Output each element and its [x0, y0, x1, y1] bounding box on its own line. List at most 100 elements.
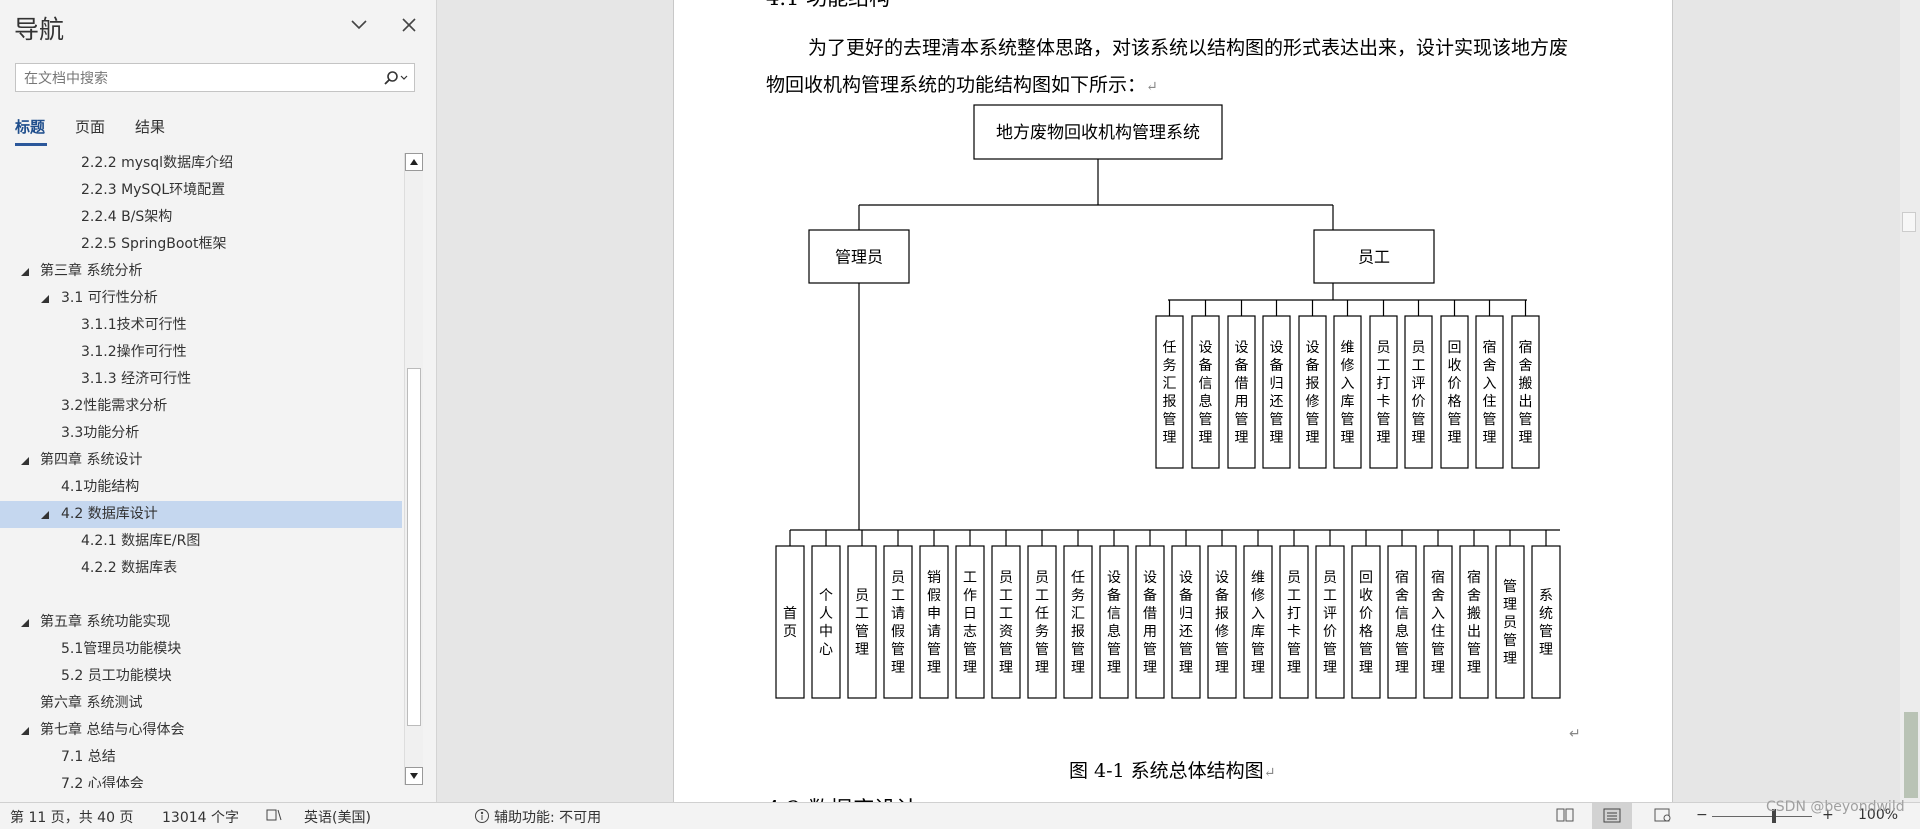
- chevron-down-icon[interactable]: [348, 14, 370, 36]
- document-page[interactable]: 4.1 功能结构 为了更好的去理清本系统整体思路，对该系统以结构图的形式表达出来…: [673, 0, 1673, 823]
- word-count[interactable]: 13014 个字: [162, 810, 239, 826]
- tree-item[interactable]: 3.1.2操作可行性: [0, 339, 402, 366]
- tree-item[interactable]: 第七章 总结与心得体会: [0, 717, 402, 744]
- green-widget: [1904, 712, 1918, 798]
- tree-item-label: 3.1 可行性分析: [61, 290, 158, 306]
- tree-item[interactable]: 7.1 总结: [0, 744, 402, 771]
- module-label: 员工评价管理: [1412, 340, 1426, 446]
- tree-item[interactable]: 2.2.3 MySQL环境配置: [0, 177, 402, 204]
- tree-item-label: 3.1.3 经济可行性: [81, 371, 192, 387]
- close-icon[interactable]: [398, 14, 420, 36]
- nav-scrollbar[interactable]: [404, 153, 423, 785]
- tab-pages[interactable]: 页面: [75, 118, 106, 136]
- tree-item[interactable]: 第五章 系统功能实现: [0, 609, 402, 636]
- module-label: 设备信息管理: [1199, 340, 1213, 446]
- tree-item-label: 第五章 系统功能实现: [40, 614, 171, 630]
- module-label: 维修入库管理: [1341, 340, 1355, 446]
- module-box: [1475, 315, 1504, 469]
- module-label: 宿舍信息管理: [1395, 569, 1409, 676]
- zoom-slider-thumb[interactable]: [1772, 809, 1776, 823]
- tree-item[interactable]: 3.2性能需求分析: [0, 393, 402, 420]
- document-area[interactable]: 4.1 功能结构 为了更好的去理清本系统整体思路，对该系统以结构图的形式表达出来…: [437, 0, 1920, 823]
- module-label: 销假申请管理: [927, 570, 941, 676]
- module-label: 宿舍搬出管理: [1519, 339, 1533, 446]
- scrollbar-thumb[interactable]: [407, 368, 421, 726]
- tree-item-label: 3.2性能需求分析: [61, 398, 168, 414]
- tree-item[interactable]: 7.2 心得体会: [0, 771, 402, 788]
- watermark: CSDN @beyondwild: [1766, 799, 1905, 815]
- zoom-out-button[interactable]: −: [1696, 807, 1708, 823]
- expand-triangle-icon[interactable]: [40, 294, 50, 304]
- module-box: [1298, 315, 1327, 469]
- tree-item[interactable]: 第三章 系统分析: [0, 258, 402, 285]
- section-heading: 4.1 功能结构: [766, 0, 890, 12]
- search-input[interactable]: [22, 68, 386, 90]
- tree-item[interactable]: 3.1.1技术可行性: [0, 312, 402, 339]
- tab-results[interactable]: 结果: [135, 118, 166, 136]
- expand-triangle-icon[interactable]: [20, 456, 30, 466]
- tree-item[interactable]: 2.2.5 SpringBoot框架: [0, 231, 402, 258]
- language-indicator[interactable]: 英语(美国): [304, 810, 371, 826]
- read-mode-icon[interactable]: [1556, 808, 1574, 822]
- web-layout-icon[interactable]: [1654, 808, 1672, 822]
- tree-item[interactable]: 第六章 系统测试: [0, 690, 402, 717]
- tree-item[interactable]: 第四章 系统设计: [0, 447, 402, 474]
- zoom-slider[interactable]: [1712, 816, 1812, 817]
- tree-item[interactable]: 5.2 员工功能模块: [0, 663, 402, 690]
- module-label: 设备借用管理: [1143, 570, 1157, 676]
- tree-item[interactable]: 2.2.4 B/S架构: [0, 204, 402, 231]
- tree-item[interactable]: 4.1功能结构: [0, 474, 402, 501]
- accessibility-status[interactable]: 辅助功能: 不可用: [494, 810, 602, 826]
- module-box: [955, 545, 985, 699]
- figure-caption-text: 图 4-1 系统总体结构图: [1069, 760, 1264, 782]
- zoom-level[interactable]: 100%: [1858, 807, 1899, 823]
- print-layout-button[interactable]: [1592, 803, 1632, 829]
- tree-item-label: 4.1功能结构: [61, 479, 140, 495]
- module-box: [1440, 315, 1469, 469]
- module-label: 设备归还管理: [1179, 570, 1193, 676]
- caption-paragraph-mark: ↵: [1263, 765, 1276, 781]
- tree-item[interactable]: 4.2 数据库设计: [0, 501, 402, 528]
- tree-item[interactable]: 3.1.3 经济可行性: [0, 366, 402, 393]
- proofing-icon[interactable]: [266, 808, 282, 822]
- paragraph-text: 为了更好的去理清本系统整体思路，对该系统以结构图的形式表达出来，设计实现该地方废…: [766, 37, 1569, 96]
- expand-triangle-icon[interactable]: [20, 267, 30, 277]
- scroll-down-button[interactable]: [405, 767, 423, 785]
- scroll-up-button[interactable]: [405, 153, 423, 171]
- module-box: [1279, 545, 1309, 699]
- tree-item-label: 4.2.1 数据库E/R图: [81, 533, 201, 549]
- expand-triangle-icon[interactable]: [40, 510, 50, 520]
- module-box: [1099, 545, 1129, 699]
- document-scrollbar-thumb[interactable]: [1902, 212, 1916, 232]
- module-label: 系统管理: [1539, 588, 1553, 658]
- caret-down-icon[interactable]: [400, 74, 408, 82]
- module-box: [919, 545, 949, 699]
- module-box: [1243, 545, 1273, 699]
- tree-item[interactable]: 2.2.2 mysql数据库介绍: [0, 150, 402, 177]
- expand-triangle-icon[interactable]: [20, 618, 30, 628]
- module-box: [1423, 545, 1453, 699]
- module-label: 个人中心: [819, 588, 833, 658]
- module-box: [1511, 315, 1540, 469]
- tab-headings[interactable]: 标题: [15, 118, 46, 136]
- search-icon[interactable]: [383, 70, 399, 86]
- module-box: [1063, 545, 1093, 699]
- page-count[interactable]: 第 11 页，共 40 页: [10, 810, 134, 826]
- staff-node-box: [1313, 229, 1435, 284]
- expand-triangle-icon[interactable]: [20, 726, 30, 736]
- accessibility-icon[interactable]: [474, 808, 490, 824]
- zoom-in-button[interactable]: +: [1822, 807, 1834, 823]
- tree-item[interactable]: 4.2.2 数据库表: [0, 555, 402, 582]
- tree-item[interactable]: 5.1管理员功能模块: [0, 636, 402, 663]
- module-box: [883, 545, 913, 699]
- tree-item[interactable]: 4.2.1 数据库E/R图: [0, 528, 402, 555]
- search-box: [15, 63, 415, 92]
- module-box: [847, 545, 877, 699]
- module-box: [1495, 545, 1525, 699]
- module-label: 设备报修管理: [1215, 570, 1229, 676]
- document-scrollbar[interactable]: [1900, 0, 1920, 802]
- tree-item[interactable]: 3.1 可行性分析: [0, 285, 402, 312]
- paragraph-mark: ↵: [1146, 79, 1158, 95]
- tree-item[interactable]: 3.3功能分析: [0, 420, 402, 447]
